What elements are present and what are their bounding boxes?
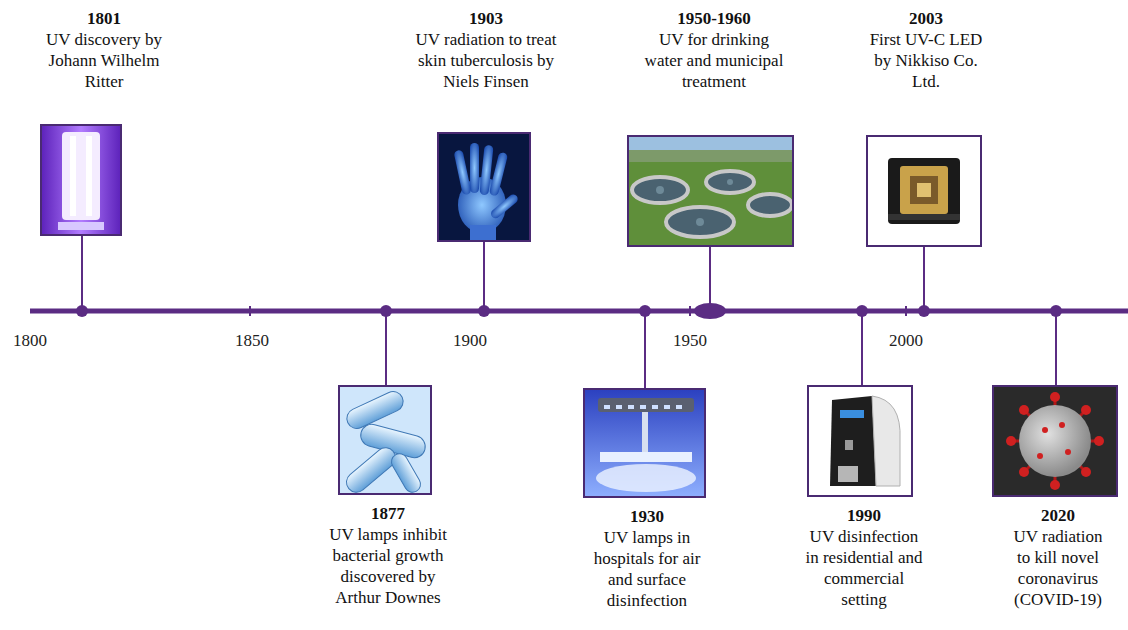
event-description: First UV-C LED by Nikkiso Co. Ltd. [866, 29, 986, 92]
event-frame: 1903UV radiation to treat skin tuberculo… [437, 132, 531, 242]
axis-year: 2000 [889, 330, 923, 351]
event-text: 2003First UV-C LED by Nikkiso Co. Ltd. [866, 8, 986, 92]
event-year: 1801 [40, 8, 168, 29]
event-frame: 2003First UV-C LED by Nikkiso Co. Ltd. [866, 135, 982, 247]
axis-year: 1850 [235, 330, 269, 351]
event-description: UV radiation to kill novel coronavirus (… [1006, 526, 1111, 610]
event-year: 1950-1960 [640, 8, 788, 29]
event-text: 1990UV disinfection in residential and c… [802, 505, 927, 610]
event-frame: 1950-1960UV for drinking water and munic… [627, 135, 794, 247]
event-text: 2020UV radiation to kill novel coronavir… [1006, 505, 1111, 610]
event-year: 2003 [866, 8, 986, 29]
event-description: UV lamps inhibit bacterial growth discov… [323, 524, 453, 608]
event-text: 1930UV lamps in hospitals for air and su… [582, 506, 712, 611]
axis-year: 1800 [13, 330, 47, 351]
event-description: UV for drinking water and municipal trea… [640, 29, 788, 92]
event-text: 1801UV discovery by Johann Wilhelm Ritte… [40, 8, 168, 92]
event-description: UV discovery by Johann Wilhelm Ritter [40, 29, 168, 92]
event-year: 1990 [802, 505, 927, 526]
event-description: UV radiation to treat skin tuberculosis … [404, 29, 569, 92]
event-frame: 1801UV discovery by Johann Wilhelm Ritte… [40, 124, 122, 236]
event-year: 2020 [1006, 505, 1111, 526]
event-description: UV disinfection in residential and comme… [802, 526, 927, 610]
event-frame: 1990UV disinfection in residential and c… [807, 385, 913, 497]
axis-year: 1950 [673, 330, 707, 351]
event-text: 1877UV lamps inhibit bacterial growth di… [323, 503, 453, 608]
event-text: 1950-1960UV for drinking water and munic… [640, 8, 788, 92]
event-year: 1930 [582, 506, 712, 527]
event-frame: 2020UV radiation to kill novel coronavir… [992, 385, 1118, 497]
event-year: 1903 [404, 8, 569, 29]
axis-year: 1900 [453, 330, 487, 351]
event-frame: 1930UV lamps in hospitals for air and su… [583, 388, 706, 498]
event-text: 1903UV radiation to treat skin tuberculo… [404, 8, 569, 92]
event-year: 1877 [323, 503, 453, 524]
event-frame: 1877UV lamps inhibit bacterial growth di… [338, 385, 432, 495]
event-description: UV lamps in hospitals for air and surfac… [582, 527, 712, 611]
